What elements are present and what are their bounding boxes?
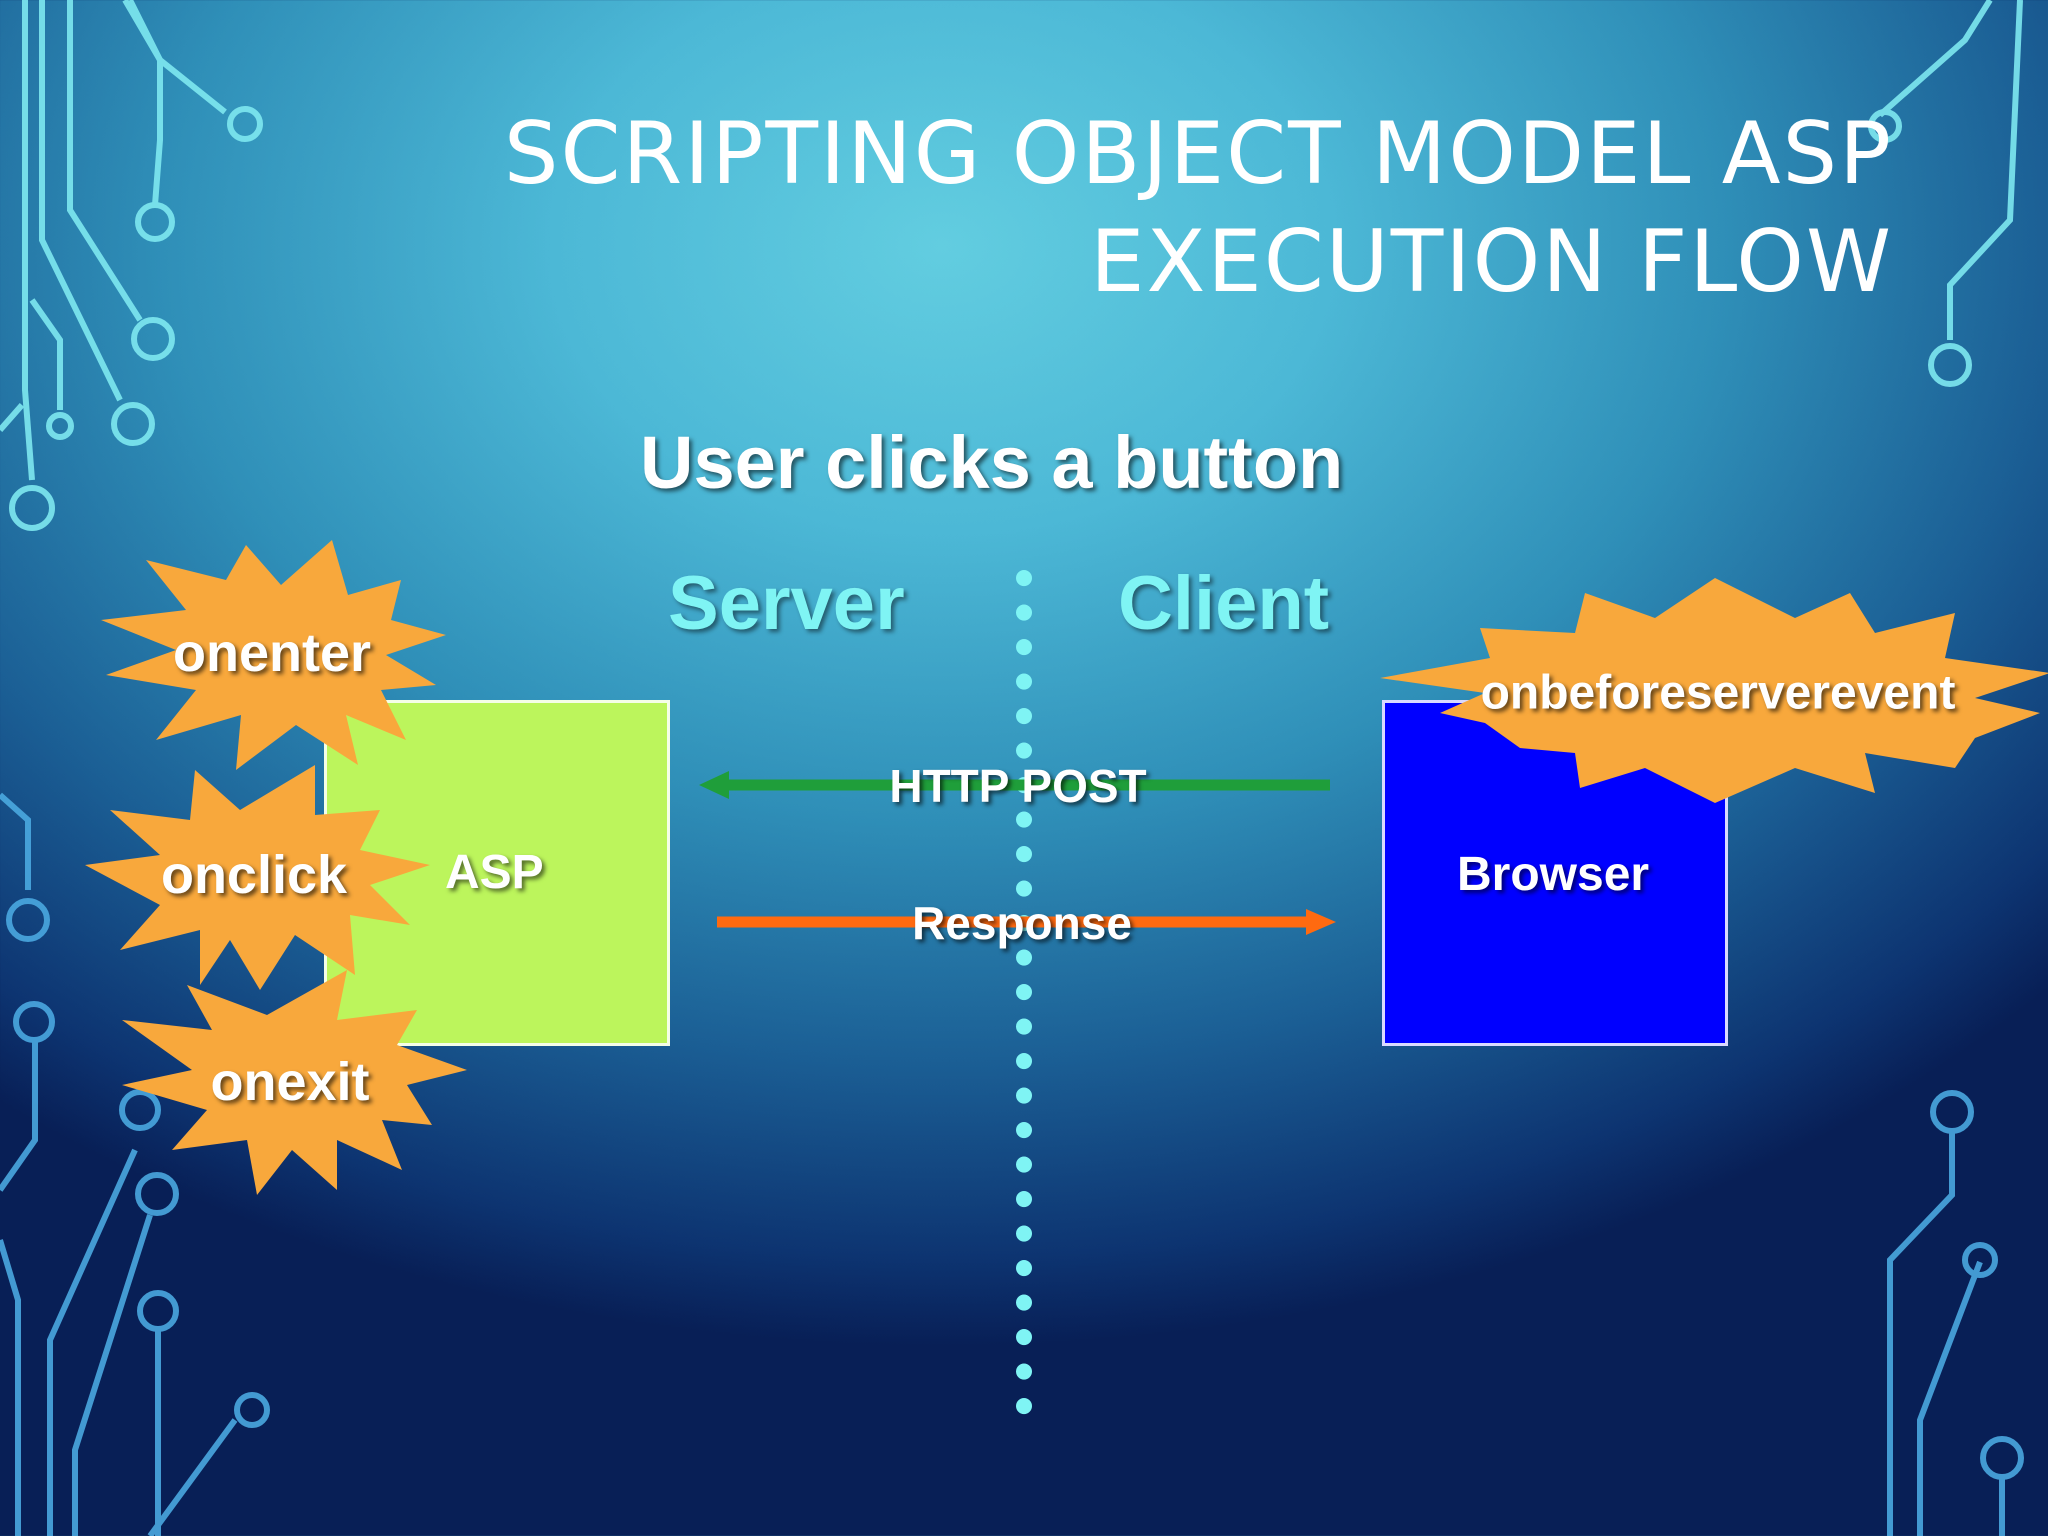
asp-box-label: ASP [445, 846, 544, 899]
response-arrow [717, 909, 1336, 935]
http-post-arrow [699, 771, 1330, 799]
onenter-burst [101, 540, 446, 770]
onclick-burst [85, 765, 430, 990]
onenter-label: onenter [172, 623, 372, 683]
server-client-divider [1016, 570, 1032, 1416]
onclick-label: onclick [160, 845, 348, 905]
browser-box-label: Browser [1457, 848, 1650, 901]
onbeforeserverevent-label: onbeforeserverevent [1480, 666, 1956, 720]
server-label: Server [668, 561, 905, 646]
onexit-burst [122, 970, 467, 1195]
slide-subtitle: User clicks a button [640, 421, 1344, 504]
onexit-label: onexit [210, 1052, 370, 1112]
slide-title-line2: EXECUTION FLOW [1090, 212, 1893, 312]
slide-title: SCRIPTING OBJECT MODEL ASP EXECUTION FLO… [293, 100, 1893, 316]
http-post-label: HTTP POST [889, 760, 1147, 812]
response-label: Response [912, 897, 1132, 949]
onbeforeserverevent-burst [1380, 578, 2048, 803]
slide-title-line1: SCRIPTING OBJECT MODEL ASP [503, 104, 1893, 204]
client-label: Client [1118, 561, 1330, 646]
